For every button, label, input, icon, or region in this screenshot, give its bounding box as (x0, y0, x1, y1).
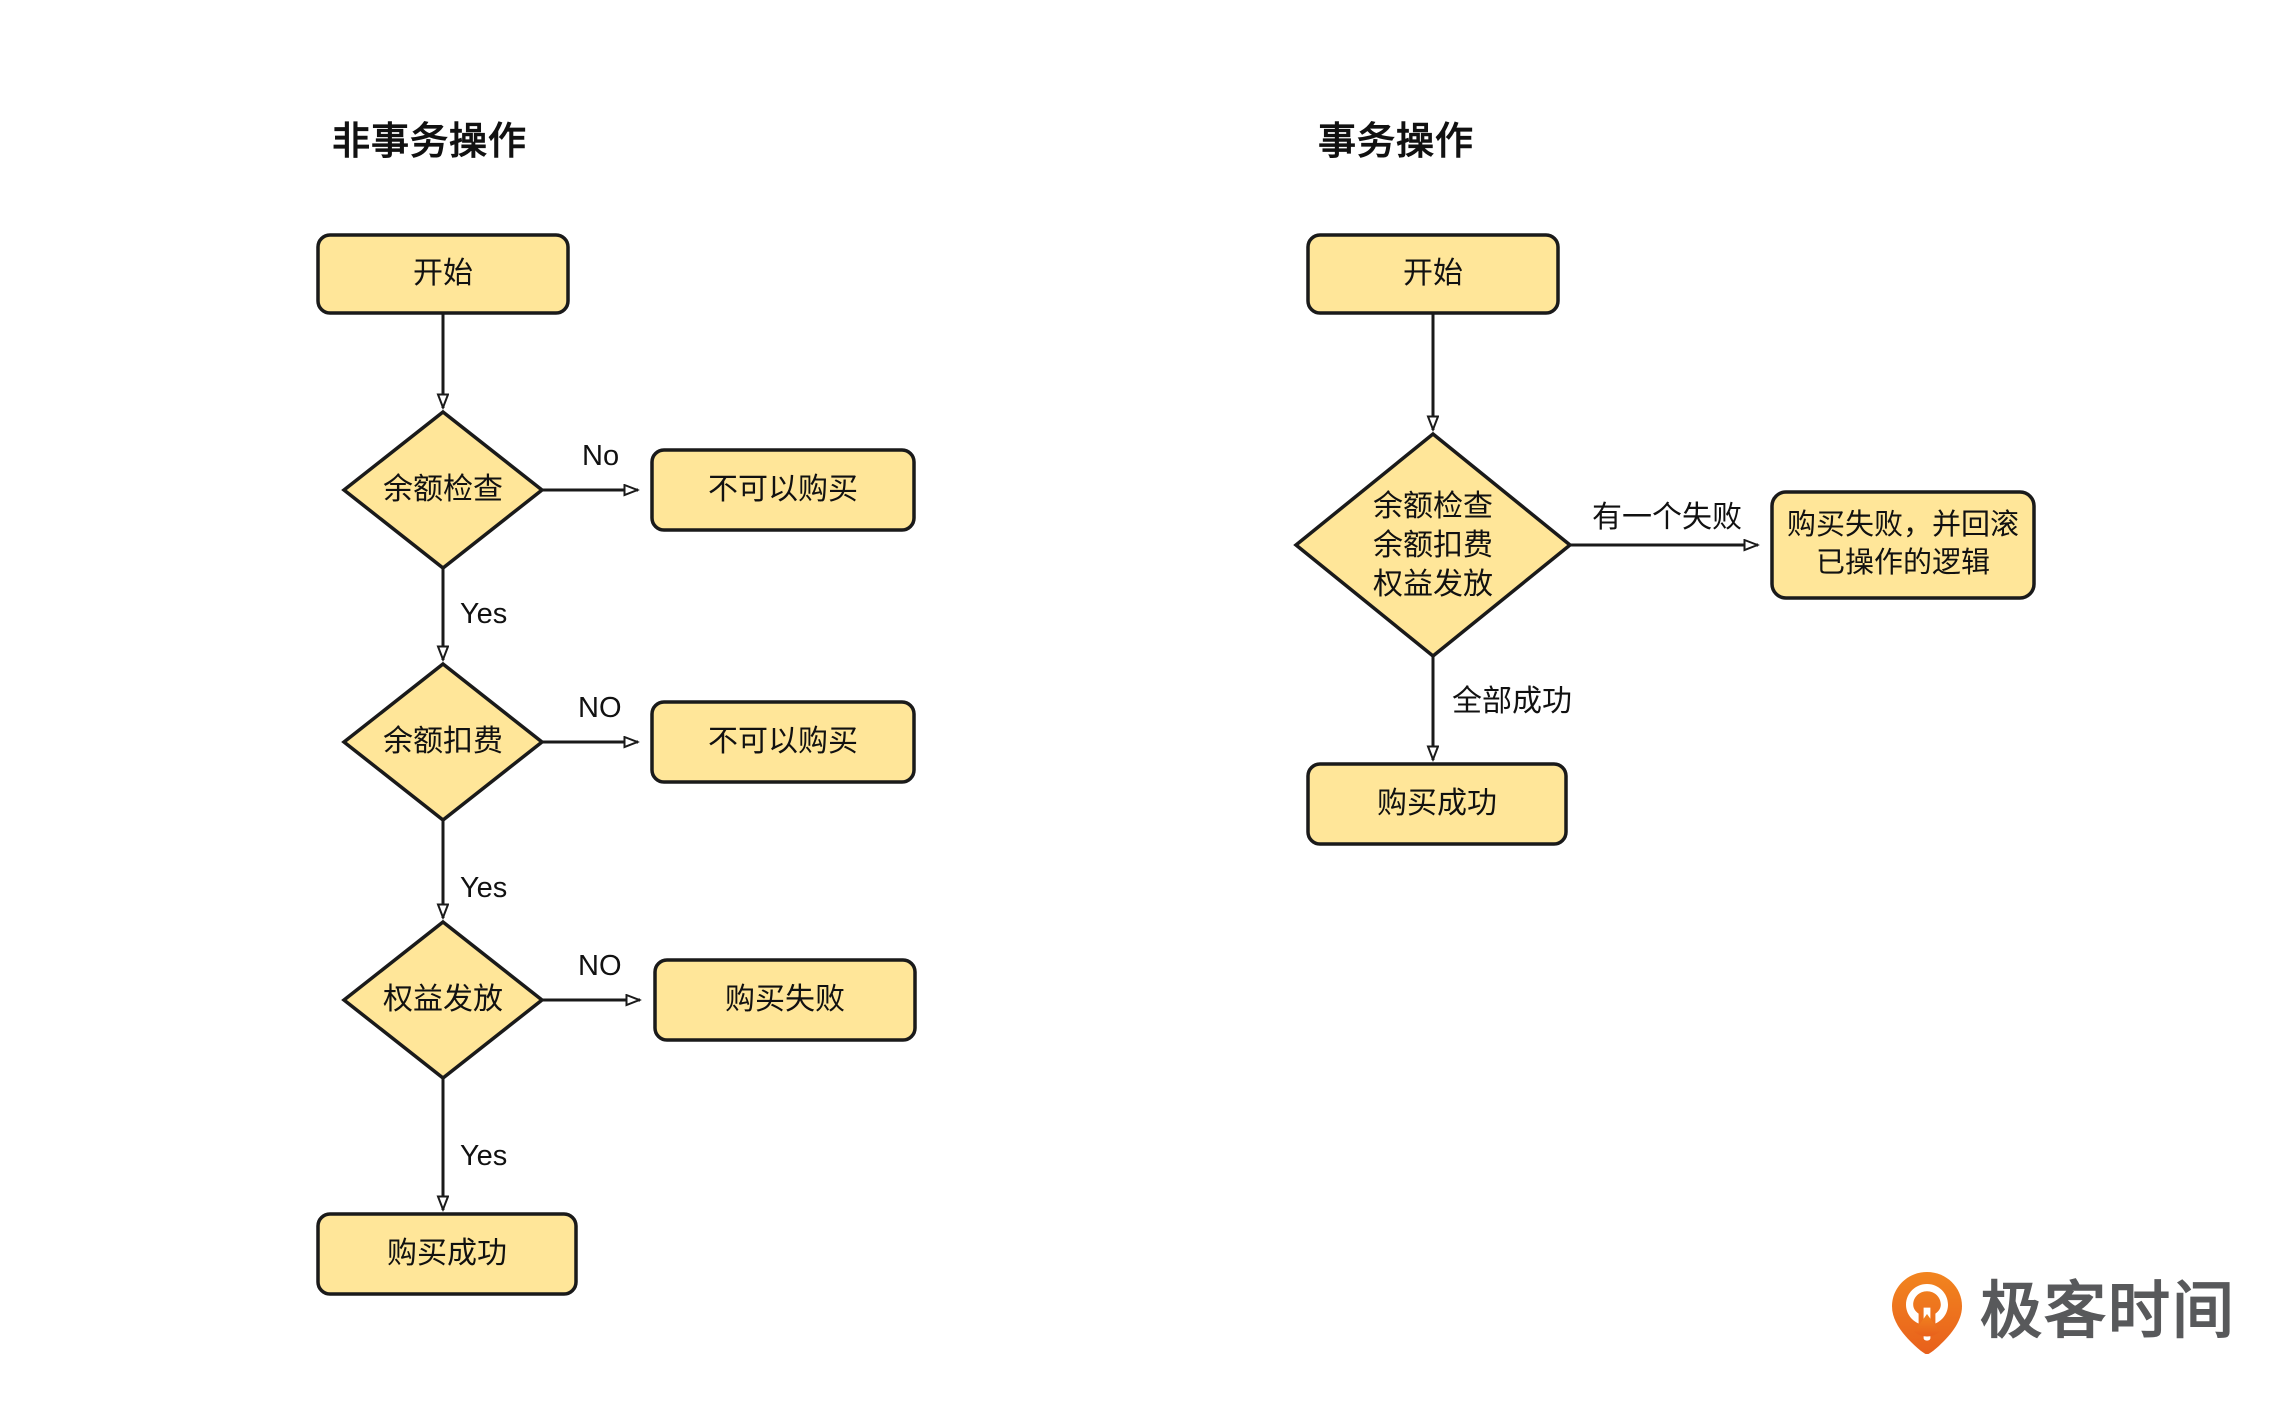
watermark-logo: 极客时间 (1888, 1270, 2236, 1354)
edge-label-all-success: 全部成功 (1452, 685, 1572, 718)
edge-label-balance-check-yes: Yes (460, 598, 508, 630)
node-start-left (316, 233, 570, 315)
column-title-non-transactional: 非事务操作 (332, 121, 528, 163)
node-rights-grant (341, 919, 545, 1081)
column-title-transactional: 事务操作 (1318, 121, 1475, 163)
node-combined-ops (1293, 431, 1573, 659)
edge-label-balance-deduct-no: NO (578, 692, 622, 724)
node-balance-check (341, 409, 545, 571)
node-purchase-success-left (316, 1212, 578, 1296)
watermark-brand-text: 极客时间 (1980, 1277, 2237, 1346)
node-purchase-success-right (1306, 762, 1568, 846)
node-cannot-buy-2 (650, 700, 916, 784)
node-purchase-failed (653, 958, 917, 1042)
node-start-right (1306, 233, 1560, 315)
edge-label-rights-grant-yes: Yes (460, 1140, 508, 1172)
edge-label-rights-grant-no: NO (578, 950, 622, 982)
node-balance-deduct (341, 661, 545, 823)
node-failed-rollback (1770, 490, 2036, 600)
node-cannot-buy-1 (650, 448, 916, 532)
edge-label-balance-check-no: No (582, 440, 620, 472)
edge-label-balance-deduct-yes: Yes (460, 872, 508, 904)
edge-label-one-failed: 有一个失败 (1592, 501, 1742, 534)
geek-time-pin-icon (1892, 1272, 1962, 1354)
